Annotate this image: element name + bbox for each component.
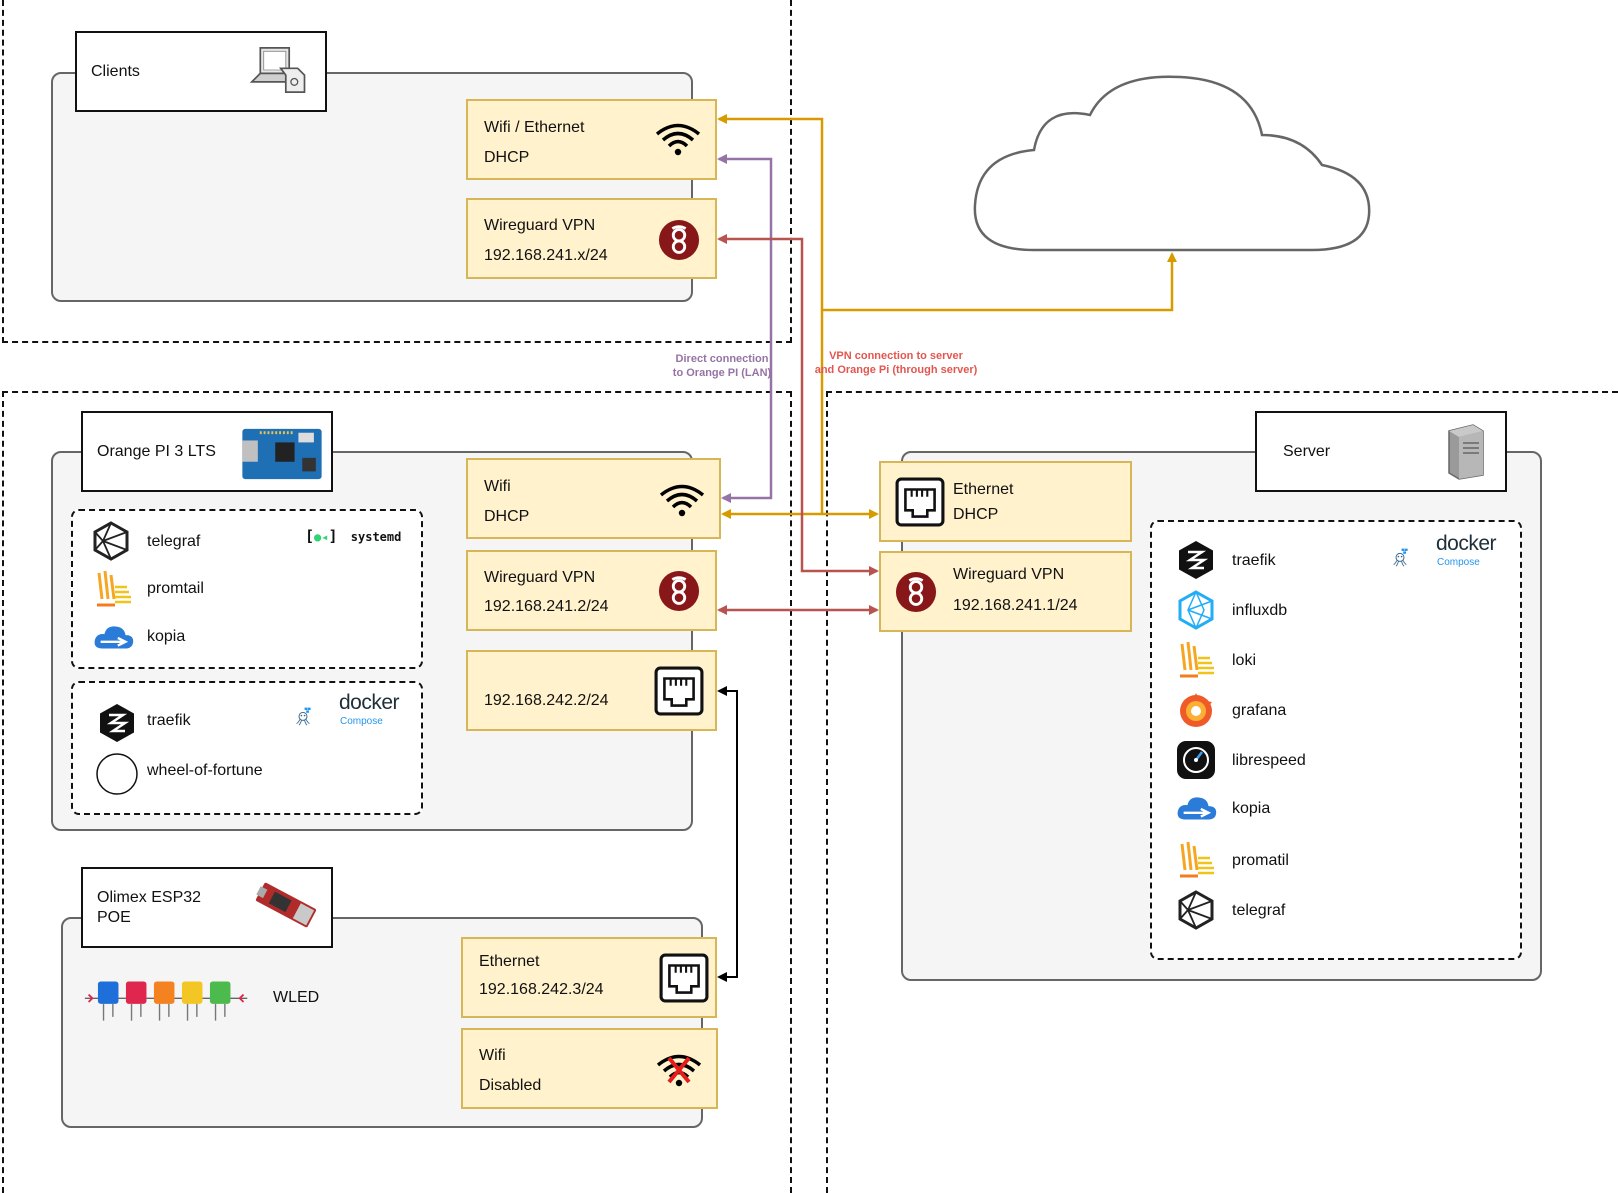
service-kopia: kopia: [1232, 800, 1271, 817]
docker-sub-label: Compose: [1437, 557, 1480, 568]
systemd-label: systemd: [350, 530, 402, 544]
server-docker-box: docker Compose traefik influxdb loki gra…: [1150, 520, 1522, 960]
orange-link-cloud: [822, 252, 1177, 312]
red-link-clients: [717, 234, 879, 576]
circle-icon: [96, 753, 138, 795]
note-line: and Orange Pi (through server): [814, 364, 978, 376]
purple-link: [717, 154, 773, 503]
iface-label: Wifi: [484, 478, 511, 495]
service-loki: loki: [1232, 652, 1257, 669]
iface-value: DHCP: [484, 149, 530, 166]
black-link: [717, 686, 738, 982]
clients-zone: [2, 0, 792, 343]
cloud-icon: [973, 75, 1371, 252]
server-title-box: Server: [1255, 411, 1507, 492]
vpn-connection-note: VPN connection to server and Orange Pi (…: [808, 349, 984, 377]
iface-label: Ethernet: [479, 953, 540, 970]
docker-services-box: docker Compose traefik wheel-of-fortune: [71, 681, 423, 815]
clients-title: Clients: [91, 62, 140, 80]
iface-value: 192.168.241.x/24: [484, 247, 608, 264]
service-traefik: traefik: [1232, 552, 1276, 569]
service-kopia: kopia: [147, 628, 186, 645]
docker-label: docker: [339, 691, 400, 714]
note-line: to Orange PI (LAN): [672, 367, 772, 379]
iface-label: Wifi / Ethernet: [484, 119, 585, 136]
server-eth-iface[interactable]: Ethernet DHCP: [879, 461, 1132, 542]
orangepi-wifi-iface[interactable]: Wifi DHCP: [466, 458, 721, 539]
server-title: Server: [1283, 442, 1331, 460]
iface-value: DHCP: [484, 508, 530, 525]
service-promatil: promatil: [1232, 852, 1289, 869]
server-vpn-iface[interactable]: Wireguard VPN 192.168.241.1/24: [879, 551, 1132, 632]
service-traefik: traefik: [147, 712, 191, 729]
systemd-logo: [●◂] systemd: [305, 527, 402, 545]
local-network-zone: [2, 391, 792, 1193]
iface-value: 192.168.241.2/24: [484, 598, 609, 615]
note-line: VPN connection to server: [829, 350, 963, 362]
orangepi-title-box: Orange PI 3 LTS: [81, 411, 333, 492]
orangepi-eth-iface[interactable]: 192.168.242.2/24: [466, 650, 717, 731]
olimex-title-box: Olimex ESP32 POE: [81, 867, 333, 948]
docker-sub-label: Compose: [340, 716, 383, 727]
iface-value: 192.168.242.2/24: [484, 692, 609, 709]
iface-label: Ethernet: [953, 481, 1014, 498]
clients-wifi-iface[interactable]: Wifi / Ethernet DHCP: [466, 99, 717, 180]
olimex-title: Olimex ESP32 POE: [97, 888, 202, 926]
olimex-eth-iface[interactable]: Ethernet 192.168.242.3/24: [461, 937, 717, 1018]
orangepi-title: Orange PI 3 LTS: [97, 442, 216, 460]
server-zone: [826, 391, 1618, 1193]
iface-label: Wireguard VPN: [484, 569, 596, 586]
service-telegraf: telegraf: [147, 533, 201, 550]
olimex-wifi-iface[interactable]: Wifi Disabled: [461, 1028, 718, 1109]
service-promtail: promtail: [147, 580, 204, 597]
service-librespeed: librespeed: [1232, 752, 1306, 769]
service-wheel-of-fortune: wheel-of-fortune: [147, 762, 263, 779]
iface-label: Wifi: [479, 1047, 506, 1064]
clients-vpn-iface[interactable]: Wireguard VPN 192.168.241.x/24: [466, 198, 717, 279]
service-influxdb: influxdb: [1232, 602, 1288, 619]
iface-value: DHCP: [953, 506, 999, 523]
iface-label: Wireguard VPN: [953, 566, 1065, 583]
service-grafana: grafana: [1232, 702, 1287, 719]
clients-title-box: Clients: [75, 31, 327, 112]
note-line: Direct connection: [675, 353, 769, 365]
wled-label: WLED: [273, 989, 320, 1006]
docker-label: docker: [1436, 532, 1497, 555]
iface-value: 192.168.242.3/24: [479, 981, 604, 998]
orangepi-vpn-iface[interactable]: Wireguard VPN 192.168.241.2/24: [466, 550, 717, 631]
wifi-disabled-icon: [655, 1052, 703, 1088]
iface-value: Disabled: [479, 1077, 542, 1094]
iface-label: Wireguard VPN: [484, 217, 596, 234]
systemd-services-box: [●◂] systemd telegraf promtail kopia: [71, 509, 423, 669]
service-telegraf: telegraf: [1232, 902, 1286, 919]
direct-connection-note: Direct connection to Orange PI (LAN): [652, 352, 792, 380]
iface-value: 192.168.241.1/24: [953, 597, 1078, 614]
